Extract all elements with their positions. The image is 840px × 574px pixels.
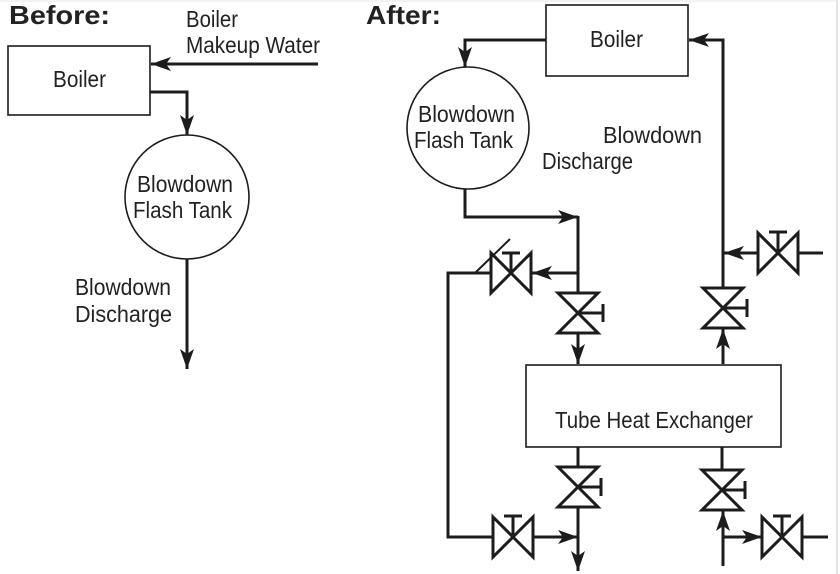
before-boiler-label: Boiler bbox=[53, 66, 106, 92]
gate-valve-icon[interactable] bbox=[756, 229, 800, 277]
after-discharge-label-line1: Blowdown bbox=[603, 122, 702, 148]
bypass-loop-pipe bbox=[446, 271, 493, 539]
after-discharge-label-line2: Discharge bbox=[542, 148, 633, 174]
before-discharge-label-line1: Blowdown bbox=[75, 274, 171, 300]
tank-outlet-pipe bbox=[463, 189, 578, 224]
before-boiler-box bbox=[7, 45, 151, 116]
makeup-water-label-line2: Makeup Water bbox=[186, 32, 320, 58]
gate-valve-icon[interactable] bbox=[698, 468, 747, 512]
makeup-water-label-line1: Boiler bbox=[186, 6, 238, 32]
before-tank-label-line2: Flash Tank bbox=[133, 197, 232, 223]
boiler-to-tank-pipe-after bbox=[458, 38, 546, 67]
before-discharge-label-line2: Discharge bbox=[75, 301, 172, 327]
tube-heat-exchanger-box bbox=[525, 364, 782, 448]
gate-valve-icon[interactable] bbox=[699, 286, 749, 330]
after-flash-tank bbox=[406, 66, 530, 190]
before-section: Before: Boiler Makeup Water Boiler Blowd… bbox=[7, 0, 320, 369]
after-heading: After: bbox=[366, 0, 441, 30]
check-valve-icon[interactable] bbox=[474, 238, 533, 297]
before-heading: Before: bbox=[9, 0, 110, 30]
after-tank-label-line1: Blowdown bbox=[418, 101, 515, 127]
check-valve-indicator bbox=[474, 238, 511, 274]
gate-valve-icon[interactable] bbox=[760, 513, 804, 561]
gate-valve-icon[interactable] bbox=[554, 465, 603, 509]
after-tank-label-line2: Flash Tank bbox=[414, 127, 513, 153]
after-section: After: Boiler Blowdown Flash Tank Blowdo… bbox=[366, 0, 828, 571]
tube-heat-exchanger-label: Tube Heat Exchanger bbox=[555, 407, 753, 433]
after-boiler-label: Boiler bbox=[590, 26, 643, 52]
feedwater-to-boiler-pipe bbox=[689, 33, 725, 288]
boiler-to-tank-pipe bbox=[150, 90, 194, 135]
gate-valve-icon[interactable] bbox=[554, 291, 605, 335]
after-boiler-box bbox=[545, 4, 689, 77]
gate-valve-icon[interactable] bbox=[491, 513, 535, 561]
before-tank-label-line1: Blowdown bbox=[137, 171, 233, 197]
